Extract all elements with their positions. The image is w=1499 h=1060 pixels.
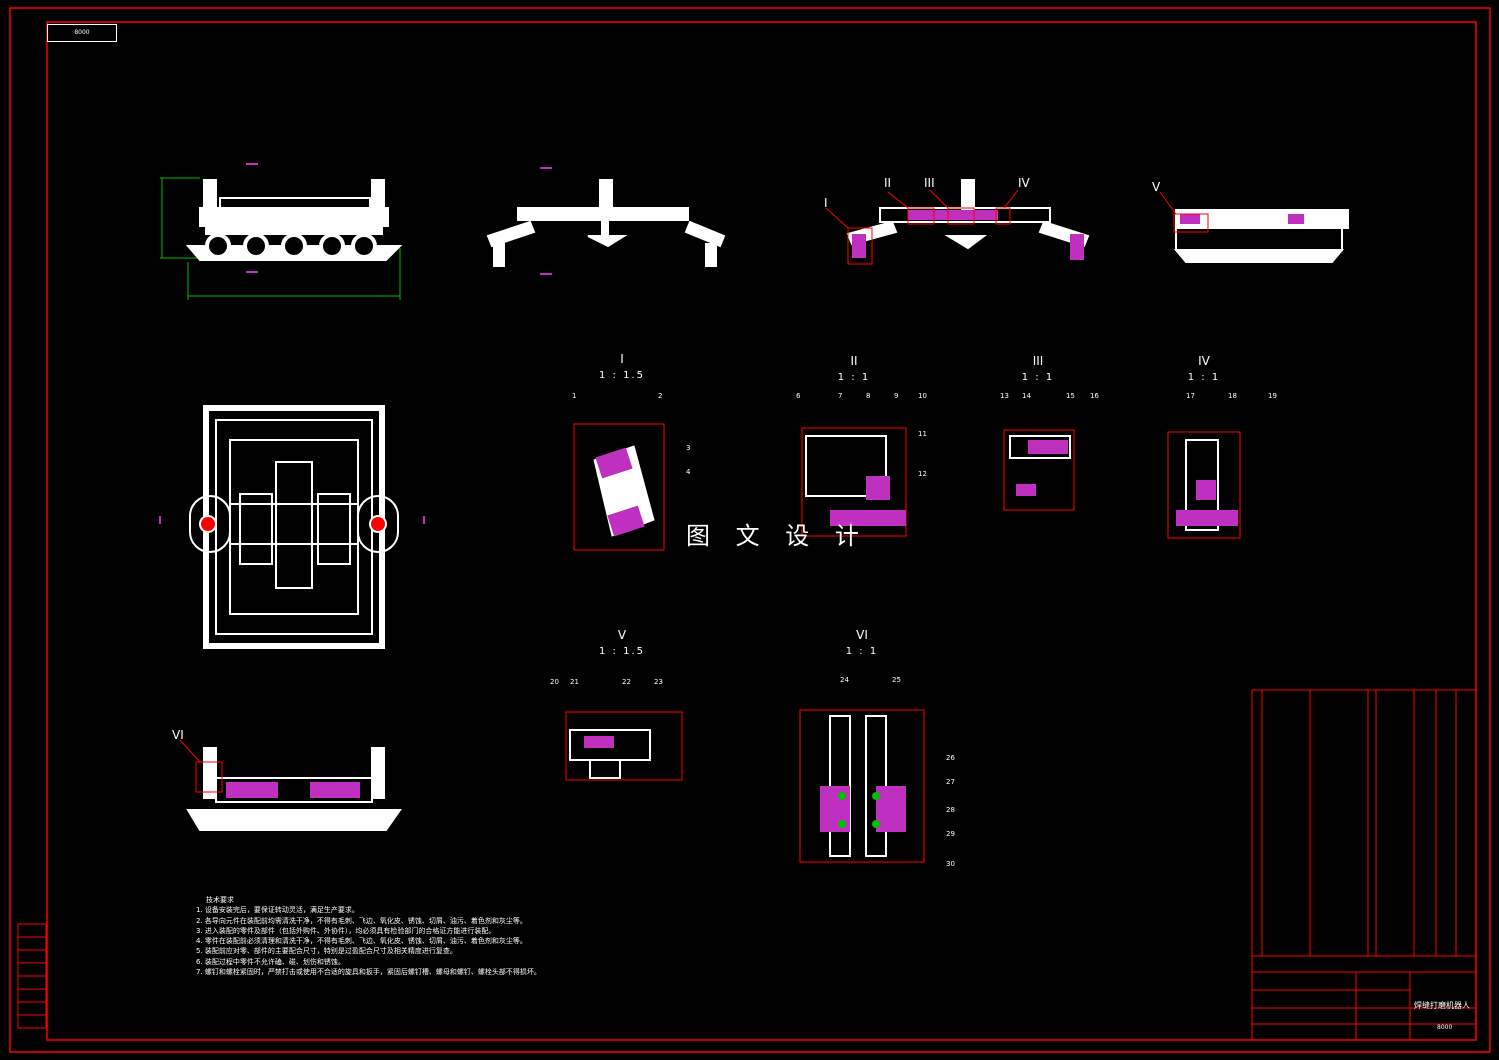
tech-notes-heading: 技术要求	[206, 896, 234, 904]
detail-iii	[1003, 429, 1075, 511]
detail-scale-iii: 1 : 1	[1021, 372, 1055, 383]
detail-title-iv: IV	[1198, 354, 1210, 368]
top-plan-view	[159, 405, 425, 649]
front-view-wheels	[160, 163, 403, 300]
tech-note-line: 6. 装配过程中零件不允许磕、碰、划伤和锈蚀。	[196, 957, 345, 966]
detail-scale-vi: 1 : 1	[845, 646, 879, 657]
section-label-i: I	[824, 196, 828, 210]
watermark: 图 文 设 计	[686, 522, 868, 550]
bottom-view-vi	[179, 739, 402, 831]
part-number-30: 30	[946, 860, 955, 868]
side-stamp	[17, 923, 47, 1029]
part-number-1: 1	[572, 392, 577, 400]
part-number-29: 29	[946, 830, 955, 838]
part-number-7: 7	[838, 392, 843, 400]
part-number-10: 10	[918, 392, 927, 400]
section-label-iii: III	[924, 176, 935, 190]
detail-title-v: V	[617, 628, 627, 642]
part-number-16: 16	[1090, 392, 1099, 400]
detail-iv	[1167, 431, 1241, 539]
detail-title-i: I	[620, 352, 624, 366]
part-number-2: 2	[658, 392, 663, 400]
part-number-4: 4	[686, 468, 691, 476]
detail-ii	[801, 427, 907, 537]
detail-scale-i: 1 : 1.5	[599, 370, 645, 381]
part-number-12: 12	[918, 470, 927, 478]
part-number-25: 25	[892, 676, 901, 684]
title-block-code: 8000	[1437, 1024, 1453, 1031]
tech-note-line: 3. 进入装配的零件及部件（包括外购件、外协件），均必须具有检验部门的合格证方能…	[196, 926, 496, 935]
part-number-20: 20	[550, 678, 559, 686]
part-number-6: 6	[796, 392, 801, 400]
arm-view-2	[825, 179, 1090, 265]
part-number-3: 3	[686, 444, 691, 452]
part-number-11: 11	[918, 430, 927, 438]
technical-notes: 技术要求 1. 设备安装完后，要保证转动灵活，满足生产要求。 2. 各导向元件在…	[196, 895, 541, 977]
part-number-9: 9	[894, 392, 899, 400]
detail-v	[565, 711, 683, 781]
part-number-14: 14	[1022, 392, 1031, 400]
detail-scale-v: 1 : 1.5	[599, 646, 645, 657]
part-number-27: 27	[946, 778, 955, 786]
arm-view-1	[486, 167, 726, 275]
part-number-23: 23	[654, 678, 663, 686]
part-number-22: 22	[622, 678, 631, 686]
side-view-v	[1159, 191, 1349, 263]
detail-i	[573, 423, 665, 551]
part-number-17: 17	[1186, 392, 1195, 400]
detail-vi	[799, 709, 925, 863]
tech-note-line: 2. 各导向元件在装配前均需清洗干净，不得有毛刺、飞边、氧化皮、锈蚀、切屑、油污…	[196, 916, 527, 925]
outer-frame	[9, 7, 1491, 1053]
tech-note-line: 7. 螺钉和螺栓紧固时，严禁打击或使用不合适的旋具和扳手，紧固后螺钉槽、螺母和螺…	[196, 968, 541, 977]
part-number-8: 8	[866, 392, 871, 400]
tech-note-line: 5. 装配前应对零、部件的主要配合尺寸，特别是过盈配合尺寸及相关精度进行复查。	[196, 947, 457, 956]
detail-title-vi: VI	[856, 628, 868, 642]
section-label-ii: II	[884, 176, 892, 190]
title-block-name: 焊缝打磨机器人	[1414, 1001, 1470, 1010]
section-label-iv: IV	[1018, 176, 1030, 190]
part-number-19: 19	[1268, 392, 1277, 400]
inner-frame	[46, 21, 1477, 1041]
part-number-15: 15	[1066, 392, 1075, 400]
detail-scale-iv: 1 : 1	[1187, 372, 1221, 383]
detail-scale-ii: 1 : 1	[837, 372, 871, 383]
parts-list	[1251, 689, 1477, 1041]
tech-note-line: 1. 设备安装完后，要保证转动灵活，满足生产要求。	[196, 906, 359, 915]
section-label-vi: VI	[172, 728, 184, 742]
part-number-26: 26	[946, 754, 955, 762]
tech-note-line: 4. 零件在装配前必须清理和清洗干净，不得有毛刺、飞边、氧化皮、锈蚀、切屑、油污…	[196, 937, 527, 946]
part-number-21: 21	[570, 678, 579, 686]
section-label-v: V	[1152, 180, 1161, 194]
part-number-18: 18	[1228, 392, 1237, 400]
part-number-24: 24	[840, 676, 849, 684]
part-number-28: 28	[946, 806, 955, 814]
detail-title-iii: III	[1032, 354, 1044, 368]
part-number-13: 13	[1000, 392, 1009, 400]
drawing-code: 8000	[47, 24, 117, 42]
detail-title-ii: II	[850, 354, 858, 368]
